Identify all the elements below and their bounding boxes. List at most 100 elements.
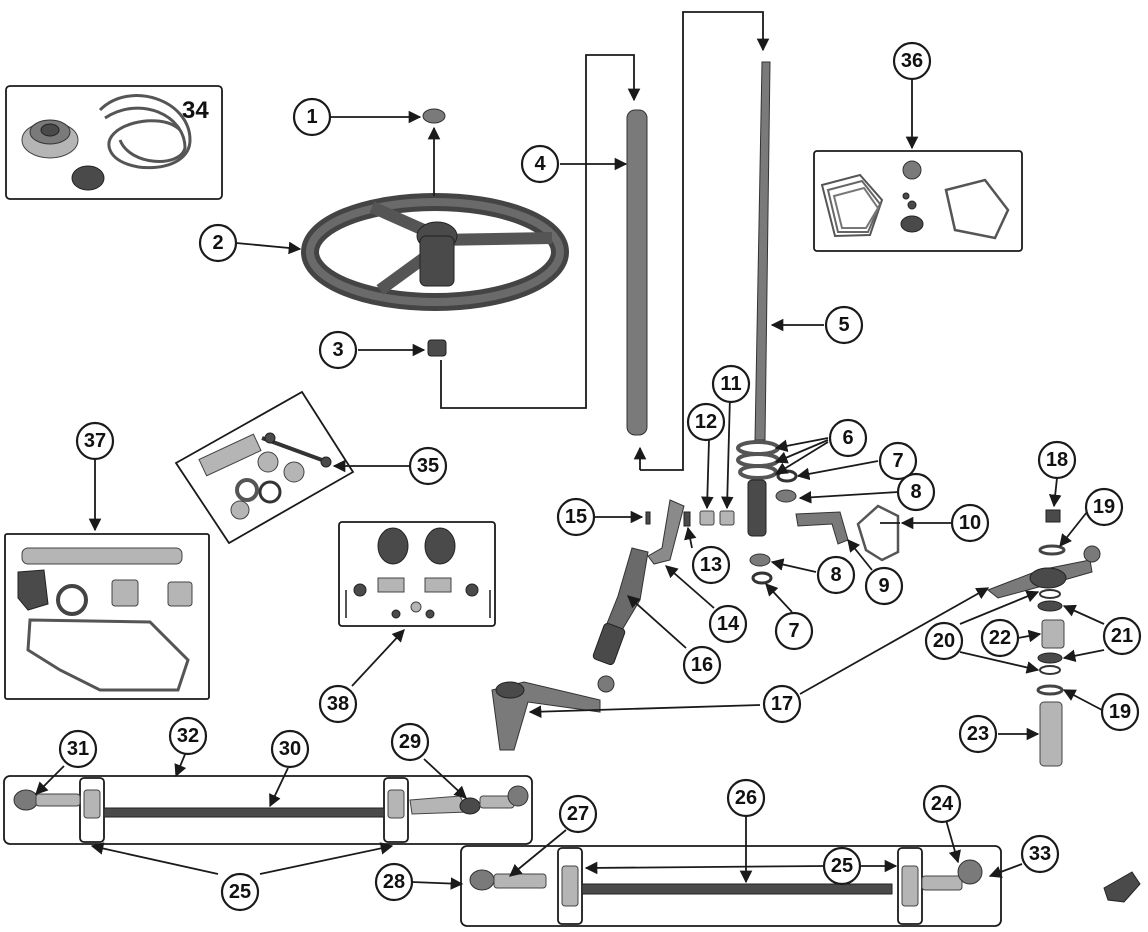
svg-text:33: 33 xyxy=(1029,843,1051,865)
svg-text:24: 24 xyxy=(931,793,954,815)
callout-6: 6 xyxy=(828,418,868,458)
kit-box-38 xyxy=(338,521,496,627)
callout-22: 22 xyxy=(980,618,1020,658)
svg-text:10: 10 xyxy=(959,512,981,534)
pivot-shaft-23 xyxy=(1039,701,1063,767)
callout-38: 38 xyxy=(318,684,358,724)
callout-30: 30 xyxy=(270,729,310,769)
tie-rod-assembly-lower xyxy=(469,859,983,907)
callout-11: 11 xyxy=(711,364,751,404)
callout-28: 28 xyxy=(374,862,414,902)
svg-text:8: 8 xyxy=(830,564,841,586)
callout-8-upper: 8 xyxy=(896,472,936,512)
callout-12: 12 xyxy=(686,402,726,442)
svg-text:35: 35 xyxy=(417,455,439,477)
callout-4: 4 xyxy=(520,144,560,184)
bushing-22 xyxy=(1041,619,1065,649)
callout-25-lower: 25 xyxy=(822,846,862,886)
svg-text:3: 3 xyxy=(332,339,343,361)
svg-text:22: 22 xyxy=(989,627,1011,649)
callout-25-upper: 25 xyxy=(220,872,260,912)
callout-15: 15 xyxy=(556,497,596,537)
svg-text:17: 17 xyxy=(771,693,793,715)
svg-text:23: 23 xyxy=(967,723,989,745)
svg-text:30: 30 xyxy=(279,738,301,760)
callout-33: 33 xyxy=(1020,834,1060,874)
kit-box-35 xyxy=(174,390,355,545)
callout-23: 23 xyxy=(958,714,998,754)
callout-16: 16 xyxy=(682,645,722,685)
washer-19-upper xyxy=(1038,544,1066,556)
svg-text:7: 7 xyxy=(788,620,799,642)
svg-text:12: 12 xyxy=(695,411,717,433)
callout-37: 37 xyxy=(75,421,115,461)
callout-10: 10 xyxy=(950,503,990,543)
bearing-upper xyxy=(776,469,798,483)
gasket-set-shims xyxy=(820,173,884,238)
callout-19-upper: 19 xyxy=(1084,487,1124,527)
svg-text:37: 37 xyxy=(84,430,106,452)
seal-20-upper xyxy=(1039,589,1061,599)
race-upper xyxy=(775,489,797,503)
svg-text:18: 18 xyxy=(1046,449,1068,471)
svg-text:14: 14 xyxy=(717,613,740,635)
svg-text:38: 38 xyxy=(327,693,349,715)
washer-19-lower xyxy=(1036,684,1064,696)
svg-text:27: 27 xyxy=(567,803,589,825)
callout-7-lower: 7 xyxy=(774,611,814,651)
pitman-arm-16 xyxy=(605,547,649,631)
callout-18: 18 xyxy=(1037,440,1077,480)
svg-text:11: 11 xyxy=(720,373,741,395)
worm-bearing-set xyxy=(736,440,780,537)
callout-13: 13 xyxy=(691,545,731,585)
svg-text:8: 8 xyxy=(910,481,921,503)
callout-20: 20 xyxy=(924,621,964,661)
callout-7-upper: 7 xyxy=(878,441,918,481)
bushing-12 xyxy=(699,510,715,526)
callout-29: 29 xyxy=(390,722,430,762)
callout-1: 1 xyxy=(292,97,332,137)
svg-text:2: 2 xyxy=(212,232,223,254)
steering-wheel xyxy=(301,193,569,311)
svg-text:13: 13 xyxy=(700,554,722,576)
steering-shaft xyxy=(754,61,771,441)
column-jacket xyxy=(626,109,648,436)
svg-text:9: 9 xyxy=(878,575,889,597)
svg-text:32: 32 xyxy=(177,725,199,747)
dust-boot-33 xyxy=(1103,871,1141,903)
callout-26: 26 xyxy=(726,778,766,818)
callout-24: 24 xyxy=(922,784,962,824)
horn-nut xyxy=(422,108,446,124)
svg-text:19: 19 xyxy=(1093,496,1115,518)
svg-text:21: 21 xyxy=(1111,625,1133,647)
seal-21-lower xyxy=(1037,652,1063,664)
callout-3: 3 xyxy=(318,330,358,370)
lever-14 xyxy=(647,499,685,565)
callout-17: 17 xyxy=(762,684,802,724)
kit-34-label: 34 xyxy=(182,97,209,124)
bushing-11 xyxy=(719,510,735,526)
svg-text:6: 6 xyxy=(842,427,853,449)
callout-14: 14 xyxy=(708,604,748,644)
callout-8-lower: 8 xyxy=(816,555,856,595)
svg-text:4: 4 xyxy=(534,153,546,175)
nut-18 xyxy=(1045,509,1061,523)
sector-shaft xyxy=(795,511,849,545)
svg-text:28: 28 xyxy=(383,871,405,893)
pin-15 xyxy=(645,511,651,525)
kit-box-34: 34 xyxy=(5,85,223,200)
callout-19-lower: 19 xyxy=(1100,692,1140,732)
callout-9: 9 xyxy=(864,566,904,606)
kit-box-37 xyxy=(4,533,210,700)
svg-text:7: 7 xyxy=(892,450,903,472)
callout-32: 32 xyxy=(168,716,208,756)
svg-text:36: 36 xyxy=(901,50,923,72)
wheel-nut xyxy=(427,339,447,357)
bearing-lower xyxy=(751,571,773,585)
svg-text:26: 26 xyxy=(735,787,757,809)
callout-21: 21 xyxy=(1102,616,1142,656)
svg-text:20: 20 xyxy=(933,630,955,652)
callout-31: 31 xyxy=(58,729,98,769)
svg-text:19: 19 xyxy=(1109,701,1131,723)
